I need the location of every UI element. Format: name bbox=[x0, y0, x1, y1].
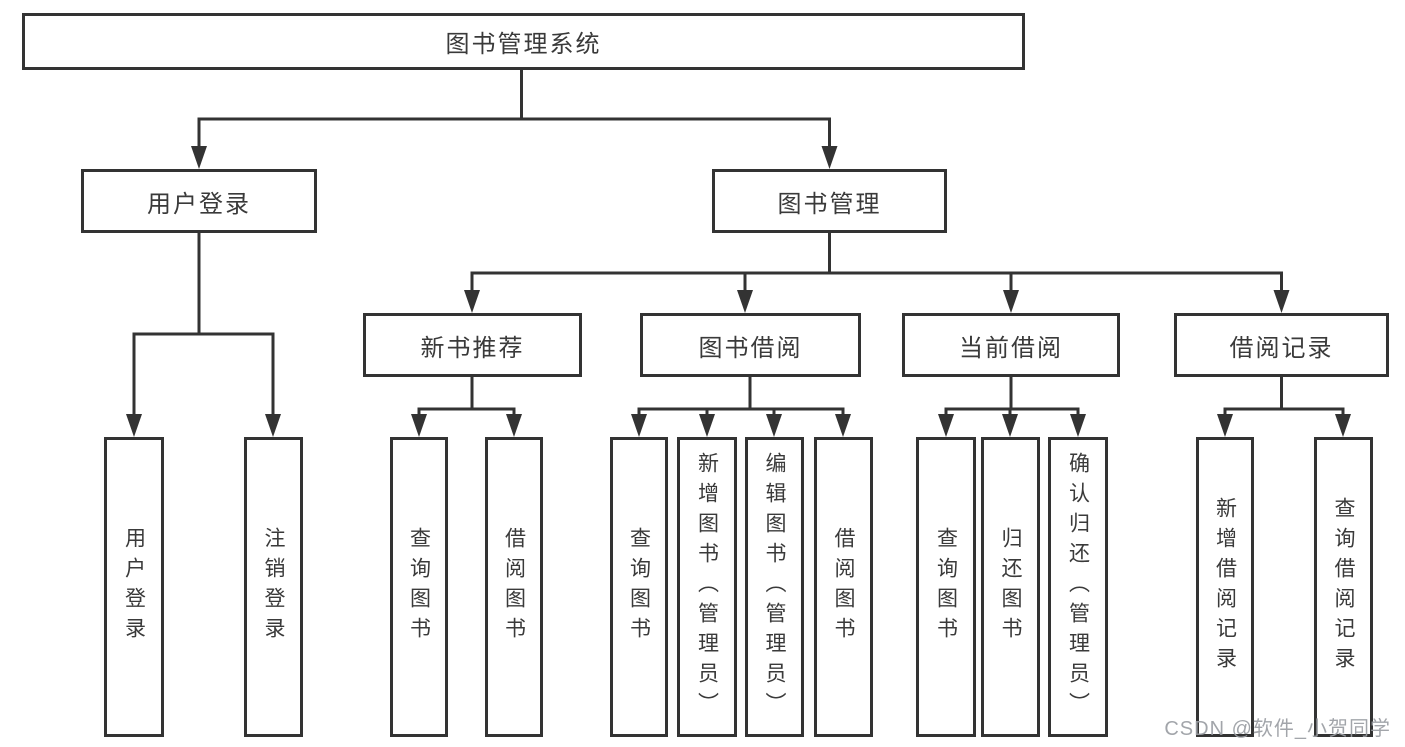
node-add-borrow-record: 新增借阅记录 bbox=[1196, 437, 1254, 737]
node-current-borrowing: 当前借阅 bbox=[902, 313, 1120, 377]
node-query-books-2: 查询图书 bbox=[610, 437, 668, 737]
arrowheads bbox=[126, 146, 1351, 437]
node-logout-leaf: 注销登录 bbox=[244, 437, 303, 737]
node-query-borrow-record: 查询借阅记录 bbox=[1314, 437, 1373, 737]
node-return-books: 归还图书 bbox=[981, 437, 1040, 737]
node-edit-books-admin: 编辑图书（管理员） bbox=[745, 437, 804, 737]
node-user-login: 用户登录 bbox=[81, 169, 317, 233]
node-add-books-admin: 新增图书（管理员） bbox=[677, 437, 737, 737]
node-confirm-return-admin: 确认归还（管理员） bbox=[1048, 437, 1108, 737]
csdn-watermark: CSDN @软件_小贺同学 bbox=[1164, 718, 1391, 740]
node-borrowing-records: 借阅记录 bbox=[1174, 313, 1389, 377]
node-book-management: 图书管理 bbox=[712, 169, 947, 233]
node-root: 图书管理系统 bbox=[22, 13, 1025, 70]
node-query-books-3: 查询图书 bbox=[916, 437, 976, 737]
node-borrow-books-2: 借阅图书 bbox=[814, 437, 873, 737]
node-book-borrowing: 图书借阅 bbox=[640, 313, 861, 377]
node-new-book-recommendation: 新书推荐 bbox=[363, 313, 582, 377]
node-borrow-books-1: 借阅图书 bbox=[485, 437, 543, 737]
node-query-books-1: 查询图书 bbox=[390, 437, 448, 737]
node-user-login-leaf: 用户登录 bbox=[104, 437, 164, 737]
